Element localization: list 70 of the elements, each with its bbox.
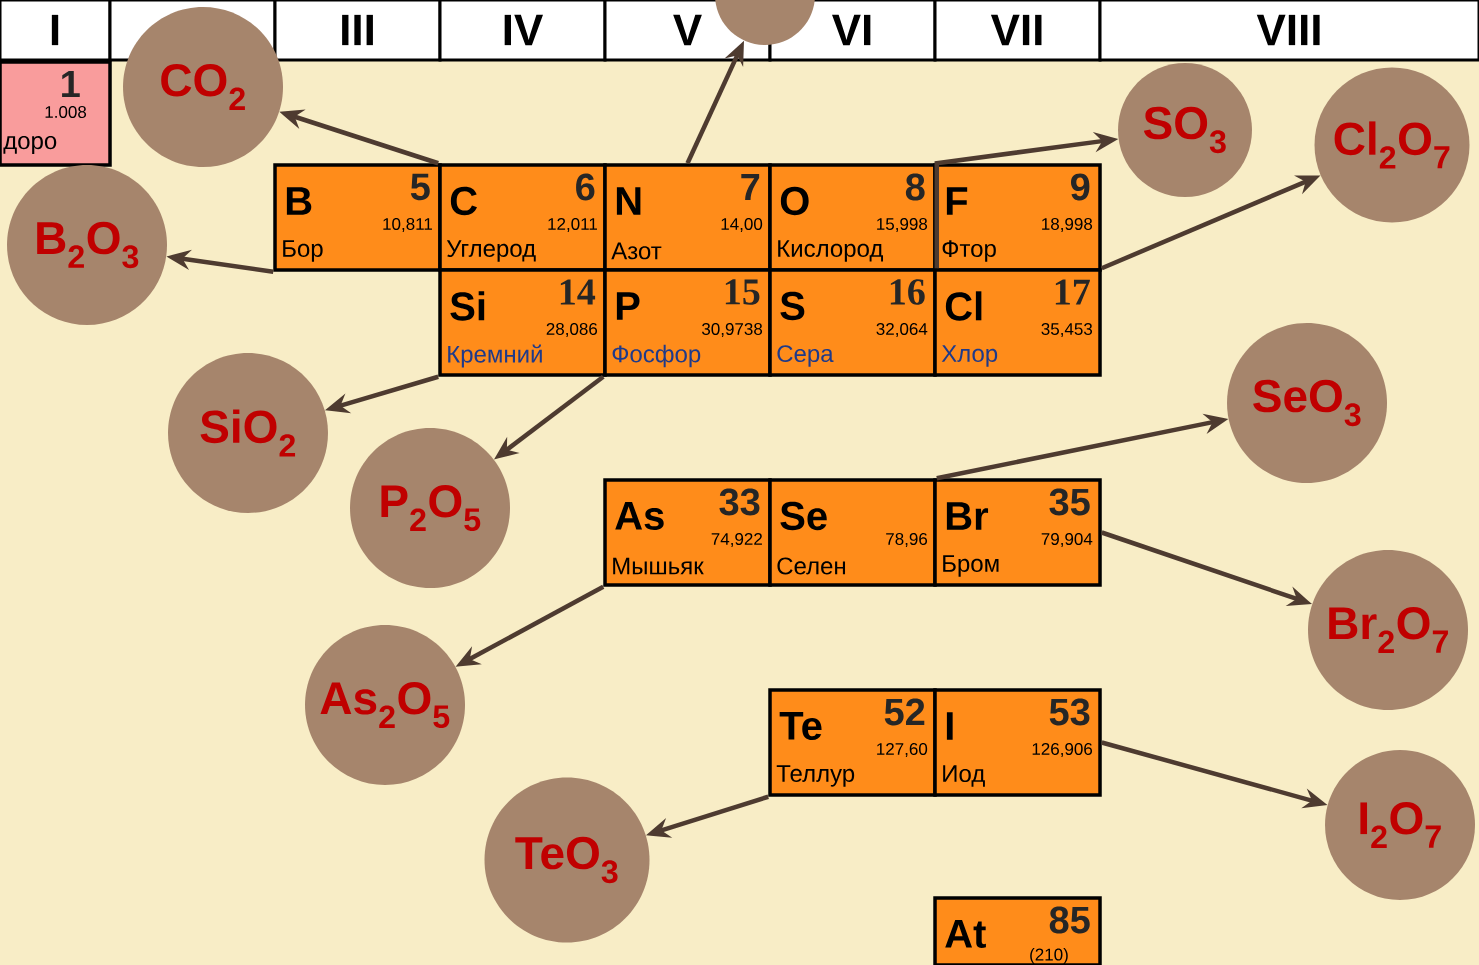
atomic-mass: 12,011 bbox=[548, 217, 597, 232]
element-symbol: S bbox=[780, 291, 805, 321]
atomic-number: 53 bbox=[1049, 698, 1090, 726]
atomic-mass: 74,922 bbox=[711, 532, 762, 547]
element-symbol: B bbox=[286, 187, 312, 215]
element-name: Фтор bbox=[942, 240, 996, 262]
element-symbol: F bbox=[946, 187, 968, 215]
atomic-number: 1 bbox=[62, 70, 80, 98]
element-name: Бром bbox=[943, 555, 999, 577]
element-cell bbox=[933, 478, 1102, 587]
element-name: Мышьяк bbox=[613, 557, 704, 575]
atomic-mass: 15,998 bbox=[877, 217, 928, 232]
element-symbol: O bbox=[780, 186, 809, 216]
atomic-number: 8 bbox=[905, 173, 925, 201]
element-symbol: P bbox=[616, 292, 640, 320]
atomic-mass: 1.008 bbox=[45, 105, 87, 118]
element-name: Кислород bbox=[778, 240, 883, 262]
element-symbol: Cl bbox=[945, 291, 982, 321]
element-cell bbox=[933, 896, 1102, 965]
element-symbol: At bbox=[945, 920, 986, 948]
atomic-number: 9 bbox=[1071, 173, 1090, 201]
element-name: Азот bbox=[611, 242, 662, 260]
element-cell bbox=[933, 268, 1102, 377]
element-symbol: N bbox=[616, 187, 641, 215]
atomic-number: 52 bbox=[884, 698, 925, 726]
atomic-number: 5 bbox=[410, 173, 430, 201]
atomic-number: 17 bbox=[1055, 279, 1090, 305]
group-header-cell: III bbox=[273, 0, 442, 62]
atomic-mass: 78,96 bbox=[886, 532, 928, 547]
hydrogen-cell bbox=[0, 60, 112, 167]
atomic-mass: 127,60 bbox=[877, 742, 928, 757]
element-symbol: Te bbox=[779, 712, 822, 740]
atomic-number: 6 bbox=[576, 173, 595, 201]
atomic-number: 16 bbox=[890, 279, 925, 305]
atomic-number: 14 bbox=[560, 279, 596, 305]
atomic-number: 85 bbox=[1049, 906, 1090, 934]
atomic-mass: 18,998 bbox=[1042, 217, 1093, 232]
element-name: Кремний bbox=[448, 344, 542, 368]
atomic-mass: 30,9738 bbox=[702, 322, 763, 337]
atomic-mass: 28,086 bbox=[546, 322, 598, 337]
element-name: Фосфор bbox=[612, 344, 701, 368]
atomic-number: 35 bbox=[1049, 488, 1090, 516]
element-symbol: Si bbox=[450, 291, 485, 321]
element-name: Сера bbox=[777, 345, 834, 367]
atomic-number: 33 bbox=[719, 488, 760, 516]
element-symbol: Se bbox=[780, 501, 827, 531]
element-name: Селен bbox=[777, 557, 845, 575]
group-header-cell: VII bbox=[933, 0, 1102, 62]
atomic-number: 15 bbox=[725, 279, 760, 305]
atomic-mass: (210) bbox=[1030, 948, 1068, 964]
element-name: Иод bbox=[943, 765, 985, 787]
atomic-mass: 126,906 bbox=[1032, 742, 1093, 757]
group-header-cell: IV bbox=[438, 0, 607, 62]
atomic-mass: 14,00 bbox=[721, 217, 763, 232]
element-name: Теллур bbox=[776, 765, 855, 787]
atomic-number: 7 bbox=[741, 173, 760, 201]
atomic-mass: 35,453 bbox=[1041, 322, 1093, 337]
element-name: Бор bbox=[283, 240, 323, 262]
element-symbol: I bbox=[946, 712, 953, 740]
element-symbol: As bbox=[615, 502, 664, 530]
atomic-mass: 32,064 bbox=[876, 322, 928, 337]
element-name: Хлор bbox=[941, 345, 998, 367]
element-name: доро bbox=[3, 136, 57, 154]
atomic-mass: 79,904 bbox=[1041, 532, 1093, 547]
element-name: Углерод bbox=[446, 240, 536, 262]
element-symbol: C bbox=[450, 186, 477, 216]
atomic-mass: 10,811 bbox=[383, 217, 432, 232]
element-cell bbox=[933, 688, 1102, 797]
group-header-cell: I bbox=[0, 0, 112, 62]
element-symbol: Br bbox=[946, 502, 989, 530]
